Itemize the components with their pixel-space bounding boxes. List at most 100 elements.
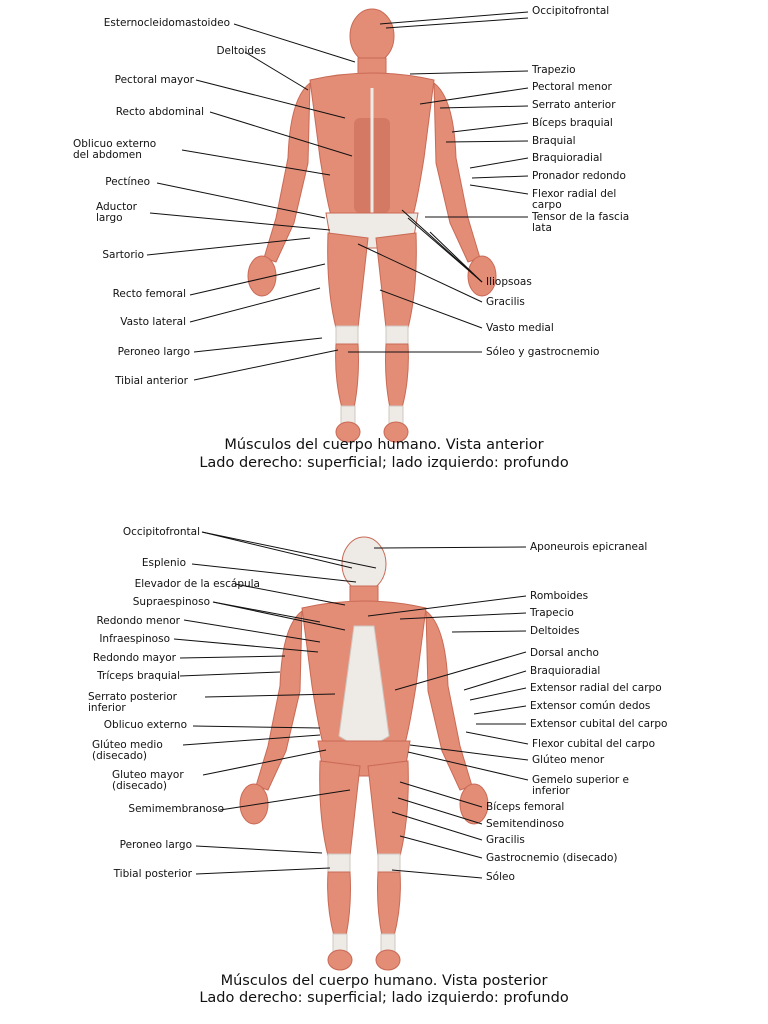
leader-line [179,671,281,677]
right-thigh [367,760,409,857]
right-calf [385,343,409,409]
label-gracilis: Gracilis [486,296,525,308]
label-tibial-posterior: Tibial posterior [113,868,192,880]
label-biceps-braquial: Bíceps braquial [532,117,613,129]
label-oblicuo-externo-post: Oblicuo externo [103,719,187,731]
left-foot [335,421,361,443]
leader-line [146,237,311,256]
leader-line [367,595,527,617]
left-knee [335,325,359,345]
posterior-caption-line1: Músculos del cuerpo humano. Vista poster… [220,973,548,989]
right-ankle [388,405,404,425]
anterior-caption-line1: Músculos del cuerpo humano. Vista anteri… [224,437,544,453]
leader-line [234,583,346,606]
right-thigh [375,232,417,329]
leader-line [409,744,529,761]
leader-line [407,217,483,283]
label-supraespinoso: Supraespinoso [132,596,210,608]
leader-line [181,149,331,176]
leader-line [244,51,309,91]
label-gemelo-superior-inferior: Gemelo superior e inferior [532,774,629,797]
leader-line [394,651,527,691]
label-pectoral-menor: Pectoral menor [532,81,612,93]
leader-line [469,184,529,195]
leader-line [385,17,529,29]
right-arm [425,609,473,791]
leader-line [193,349,339,381]
right-knee [385,325,409,345]
leader-line [209,111,353,157]
label-flexor-radial-carpo: Flexor radial del carpo [532,188,617,211]
label-braquioradial: Braquioradial [532,152,603,164]
label-gluteo-medio: Glúteo medio (disecado) [92,739,163,762]
label-soleo-gastrocnemio: Sóleo y gastrocnemio [486,346,600,358]
anterior-caption-line2: Lado derecho: superficial; lado izquierd… [199,455,569,471]
leader-line [429,231,483,283]
label-gluteo-menor: Glúteo menor [532,754,605,766]
leader-lines [146,11,529,879]
label-soleo: Sóleo [486,871,515,883]
left-knee [327,853,351,873]
leader-line [204,693,336,698]
right-calf [377,871,401,937]
label-extensor-cubital-carpo: Extensor cubital del carpo [530,718,668,730]
label-aductor-largo: Aductor largo [96,201,137,224]
label-redondo-mayor: Redondo mayor [92,652,176,664]
label-vasto-lateral: Vasto lateral [120,316,186,328]
label-iliopsoas: Iliopsoas [486,276,532,288]
leader-line [409,70,529,75]
label-pectoral-mayor: Pectoral mayor [114,74,194,86]
posterior-caption-line2: Lado derecho: superficial; lado izquierd… [199,990,569,1006]
left-thigh [327,232,369,329]
leader-line [379,11,529,25]
label-pronador-redondo: Pronador redondo [532,170,626,182]
label-serrato-posterior: Serrato posterior inferior [88,691,177,714]
label-dorsal-ancho: Dorsal ancho [530,647,599,659]
leader-line [179,655,286,659]
label-pectineo: Pectíneo [105,176,150,188]
label-triceps-braquial: Tríceps braquial [97,670,180,682]
label-gluteo-mayor: Gluteo mayor (disecado) [112,769,184,792]
leader-line [201,531,353,569]
label-elevador-escapula: Elevador de la escápula [134,578,260,590]
leader-line [195,79,346,119]
label-peroneo-largo: Peroneo largo [117,346,190,358]
leader-line [212,601,346,631]
leader-line [191,563,357,583]
left-thigh [319,760,361,857]
left-calf [327,871,351,937]
left-hand [239,783,269,825]
right-foot [375,949,401,971]
leader-line [202,749,327,776]
leader-line [465,731,529,745]
leader-line [201,531,377,569]
label-esplenio: Esplenio [141,557,186,569]
label-trapecio: Trapecio [530,607,574,619]
label-semitendinoso: Semitendinoso [486,818,565,830]
leader-line [183,619,321,643]
right-foot [383,421,409,443]
label-flexor-cubital-carpo: Flexor cubital del carpo [532,738,656,750]
leader-line [192,725,321,729]
leader-line [195,845,323,854]
right-knee [377,853,401,873]
leader-line [445,140,529,143]
label-semimembranoso: Semimembranoso [128,803,224,815]
label-romboides: Romboides [530,590,589,602]
left-ankle [340,405,356,425]
leader-line [471,175,529,179]
leader-line [469,157,529,169]
label-redondo-menor: Redondo menor [96,615,180,627]
label-recto-femoral: Recto femoral [112,288,186,300]
leader-line [149,212,331,231]
leader-line [193,337,323,353]
label-peroneo-largo-post: Peroneo largo [119,839,192,851]
leader-line [451,122,529,133]
right-arm [433,81,481,263]
leader-line [391,869,483,879]
label-biceps-femoral: Bíceps femoral [486,801,565,813]
label-deltoides: Deltoides [216,45,266,57]
leader-line [357,243,483,303]
leader-line [233,23,356,63]
